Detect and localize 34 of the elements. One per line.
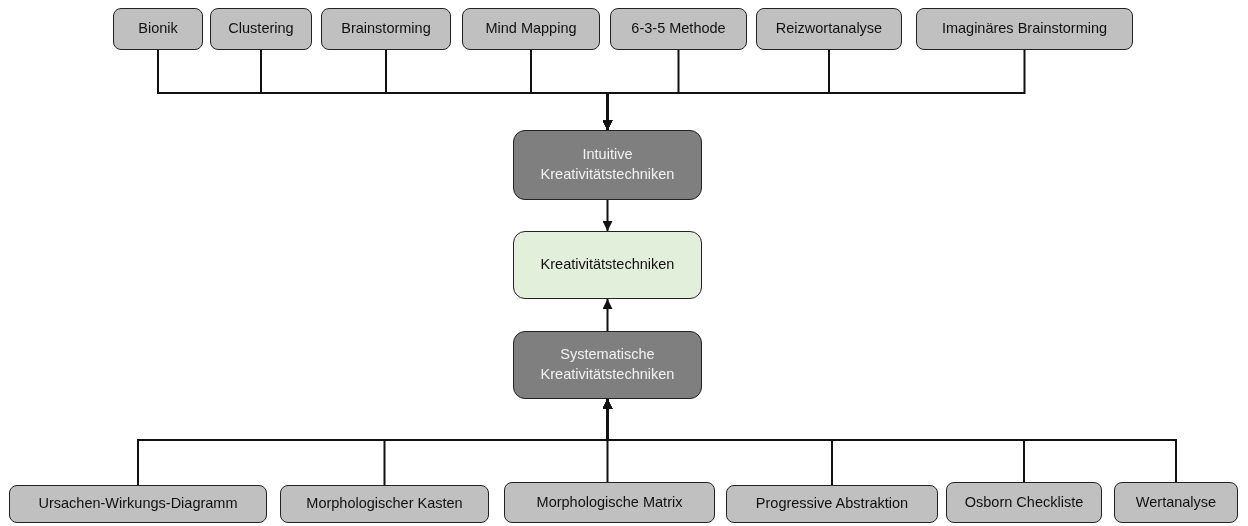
technique-box <box>756 8 902 50</box>
technique-box <box>1114 482 1238 523</box>
technique-box <box>513 331 702 399</box>
box-label: 6-3-5 Methode <box>631 19 726 39</box>
technique-box <box>513 231 702 299</box>
box-label: Progressive Abstraktion <box>755 494 909 514</box>
technique-box <box>210 8 312 50</box>
box-label: Systematische Kreativitätstechniken <box>539 345 676 384</box>
box-label: Wertanalyse <box>1135 492 1217 512</box>
technique-box <box>610 8 747 50</box>
box-label: Osborn Checkliste <box>964 492 1084 512</box>
box-label: Imaginäres Brainstorming <box>941 19 1108 39</box>
box-label: Ursachen-Wirkungs-Diagramm <box>38 494 238 514</box>
technique-box <box>916 8 1133 50</box>
technique-box <box>726 485 938 523</box>
technique-box <box>504 482 715 523</box>
box-label: Brainstorming <box>341 19 431 39</box>
box-label: Kreativitätstechniken <box>540 255 675 275</box>
technique-box <box>9 485 267 523</box>
technique-box <box>321 8 451 50</box>
box-label: Bionik <box>138 19 178 39</box>
box-label: Mind Mapping <box>485 19 577 39</box>
box-label: Morphologischer Kasten <box>306 494 463 514</box>
technique-box <box>946 482 1102 523</box>
box-label: Morphologische Matrix <box>536 492 683 512</box>
technique-box <box>113 8 203 50</box>
box-label: Reizwortanalyse <box>775 19 883 39</box>
technique-box <box>513 130 702 200</box>
technique-box <box>462 8 600 50</box>
connector-arrow <box>602 199 613 232</box>
box-label: Intuitive Kreativitätstechniken <box>539 145 676 184</box>
technique-box <box>280 485 489 523</box>
box-label: Clustering <box>228 19 294 39</box>
connector-arrow <box>602 298 613 332</box>
